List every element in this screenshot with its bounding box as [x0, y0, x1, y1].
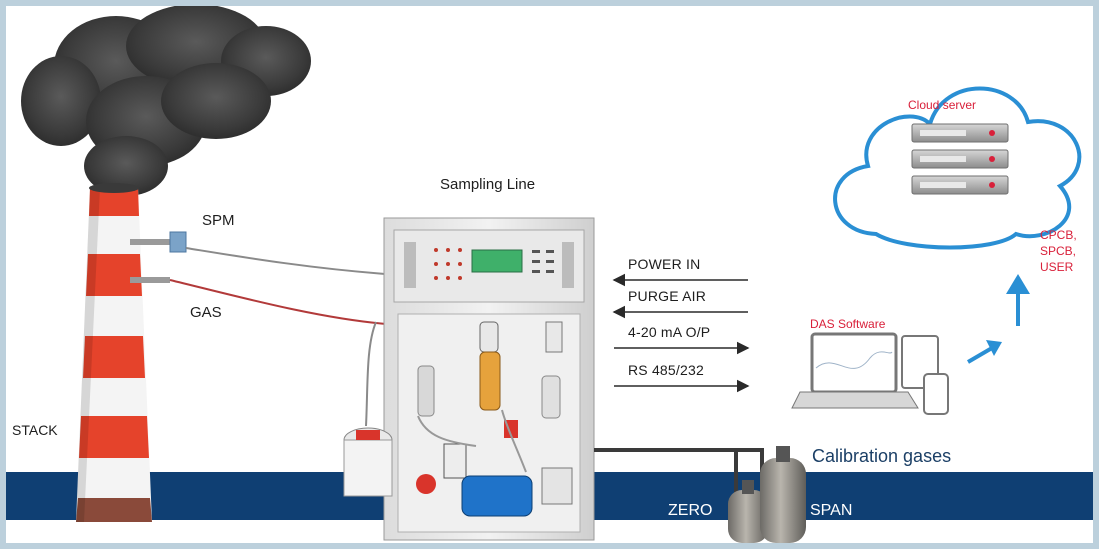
signal-rs485: RS 485/232 — [628, 362, 704, 378]
stack-label: STACK — [12, 422, 58, 438]
upload-arrows — [966, 274, 1030, 364]
recipient-spcb: SPCB, — [1040, 244, 1077, 258]
gas-probe — [130, 277, 170, 283]
analyser-cabinet — [383, 217, 595, 541]
signal-arrows — [612, 273, 750, 393]
chimney-stack — [76, 183, 152, 522]
server-rack — [911, 123, 1009, 195]
calibration-gases-label: Calibration gases — [812, 446, 952, 466]
signal-purge-air: PURGE AIR — [628, 288, 707, 304]
zero-label: ZERO — [668, 502, 713, 519]
zero-gas-cylinder — [728, 480, 768, 543]
das-software-label: DAS Software — [810, 317, 886, 331]
signal-power-in: POWER IN — [628, 256, 701, 272]
spm-probe — [130, 239, 172, 245]
span-label: SPAN — [810, 502, 853, 519]
laptop-device — [791, 332, 919, 409]
gas-sample-line — [169, 279, 387, 325]
sample-conditioner — [343, 321, 393, 497]
signal-analog-output: 4-20 mA O/P — [628, 324, 711, 340]
diagram-frame: Sampling Line SPM GAS STACK POWER IN PUR… — [6, 6, 1093, 543]
phone-device — [923, 373, 949, 415]
recipient-user: USER — [1040, 260, 1074, 274]
diagram-artwork — [6, 6, 1093, 543]
span-gas-cylinder — [760, 446, 806, 543]
recipient-cpcb: CPCB, — [1040, 228, 1077, 242]
spm-sample-line — [185, 247, 387, 275]
spm-label: SPM — [202, 212, 235, 229]
cloud-server-label: Cloud server — [908, 98, 977, 112]
sampling-line-label: Sampling Line — [440, 176, 536, 193]
smoke-plume — [21, 6, 311, 196]
gas-label: GAS — [190, 304, 222, 321]
